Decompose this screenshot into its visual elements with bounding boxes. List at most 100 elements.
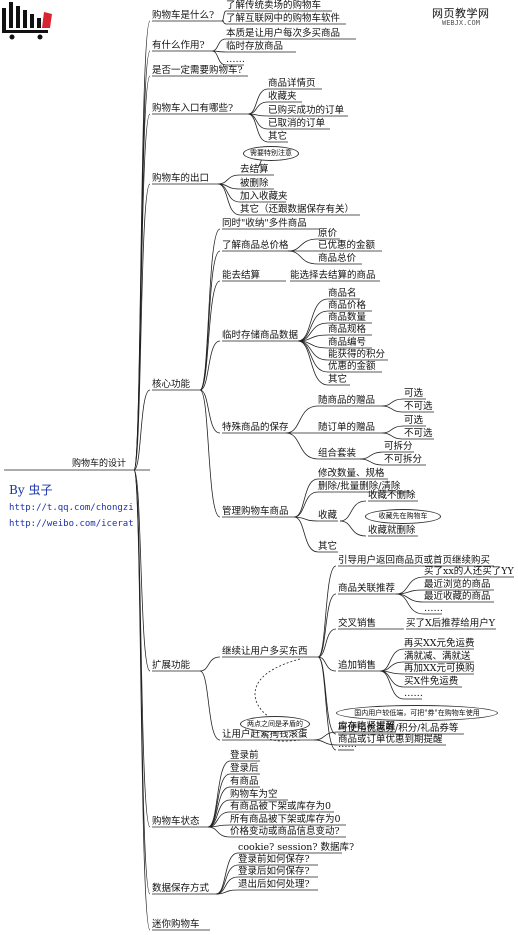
storage-item-link-5 bbox=[297, 340, 329, 361]
price-item-link-0 bbox=[287, 238, 319, 252]
state-item-1: 登录后 bbox=[230, 763, 259, 774]
storage-item-5: 能获得的积分 bbox=[328, 349, 386, 360]
what-is-item-link-1 bbox=[221, 20, 227, 25]
gift-product-option-1: 不可选 bbox=[404, 401, 433, 412]
manage-item-link-2 bbox=[293, 516, 319, 522]
core-special-link bbox=[199, 389, 221, 434]
what-is-item-1: 了解互联网中的购物车软件 bbox=[226, 13, 341, 24]
recommend-item-link-1 bbox=[395, 589, 425, 595]
branch-core: 核心功能 bbox=[152, 379, 191, 390]
gift-order-option-link-1 bbox=[381, 432, 405, 440]
recommend-item-link-2 bbox=[395, 593, 425, 603]
special-link-0 bbox=[285, 405, 319, 434]
branch-extend: 扩展功能 bbox=[152, 660, 191, 671]
storage-item-link-2 bbox=[297, 322, 329, 342]
upsell-item-link-1 bbox=[379, 661, 405, 672]
entrance-item-1: 收藏夹 bbox=[268, 91, 297, 102]
watermark: 网页教学网 WEBJX.COM bbox=[424, 4, 516, 30]
buy-cross: 交叉销售 bbox=[338, 618, 377, 629]
manage-item-1: 删除/批量删除/清除 bbox=[318, 481, 401, 492]
state-item-5: 所有商品被下架或库存为0 bbox=[230, 814, 341, 825]
link-tqq[interactable]: http://t.qq.com/chongzi bbox=[9, 503, 134, 513]
exit-item-0: 去结算 bbox=[240, 164, 269, 175]
upsell-item-link-0 bbox=[379, 648, 405, 672]
core-collect-link bbox=[199, 228, 221, 391]
what-is-item-0: 了解传统卖场的购物车 bbox=[226, 0, 322, 11]
checkout-item: 能选择去结算的商品 bbox=[290, 270, 376, 281]
save-item-3: 退出后如何处理? bbox=[238, 879, 310, 890]
author-byline: By 虫子 bbox=[9, 481, 52, 498]
extend-pay-link bbox=[199, 670, 221, 741]
center-title: 购物车的设计 bbox=[72, 459, 127, 469]
core-manage: 管理购物车商品 bbox=[222, 506, 289, 517]
special-0: 随商品的赠品 bbox=[318, 395, 376, 406]
state-item-link-3 bbox=[207, 799, 231, 828]
branch-save: 数据保存方式 bbox=[152, 883, 210, 894]
branch-mini-link bbox=[133, 469, 151, 931]
favorite-link-2 bbox=[339, 520, 367, 537]
gift-product-option-link-1 bbox=[381, 405, 405, 413]
save-item-link-1 bbox=[215, 864, 239, 895]
core-storage-link bbox=[199, 340, 221, 391]
pay-item-1: 商品或订单优惠到期提醒 bbox=[338, 734, 443, 745]
upsell-item-link-4 bbox=[379, 670, 405, 700]
favorite-link-0 bbox=[339, 500, 367, 522]
favorite-item-0: 收藏不删除 bbox=[368, 490, 416, 501]
buy-upsell: 追加销售 bbox=[338, 660, 377, 671]
core-manage-link bbox=[199, 389, 221, 518]
save-item-link-3 bbox=[215, 889, 239, 895]
entrance-item-0: 商品详情页 bbox=[268, 78, 316, 89]
core-price: 了解商品总价格 bbox=[222, 240, 289, 251]
pay-item-link-1 bbox=[313, 739, 339, 746]
storage-item-3: 商品规格 bbox=[328, 324, 367, 335]
core-collect: 同时"收纳"多件商品 bbox=[222, 218, 307, 229]
buy-upsell-link bbox=[317, 656, 337, 672]
buy-recommend: 商品关联推荐 bbox=[338, 583, 396, 594]
purpose-item-link-2 bbox=[211, 50, 227, 66]
coupon-note-bubble: 国内用户较低端，可把"券"在购物车使用 bbox=[336, 705, 498, 721]
price-item-link-2 bbox=[287, 250, 319, 265]
price-item-0: 原价 bbox=[318, 228, 338, 239]
buy-guide-link bbox=[317, 565, 337, 658]
special-2: 组合套装 bbox=[318, 448, 357, 459]
shopping-cart-icon bbox=[2, 2, 52, 40]
contradiction-bubble: 两点之间是矛盾的 bbox=[240, 716, 310, 732]
exit-item-link-3 bbox=[217, 183, 241, 216]
save-item-link-0 bbox=[215, 852, 239, 895]
state-item-link-6 bbox=[207, 826, 231, 838]
gift-order-option-1: 不可选 bbox=[404, 428, 433, 439]
bundle-option-link-1 bbox=[359, 458, 385, 466]
buy-recommend-link bbox=[317, 593, 337, 658]
upsell-item-0: 再买XX元免运费 bbox=[404, 638, 475, 649]
exit-item-3: 其它（还跟数据保存有关） bbox=[240, 204, 355, 215]
bundle-option-link-0 bbox=[359, 451, 385, 460]
recommend-item-link-3 bbox=[395, 593, 425, 615]
storage-item-0: 商品名 bbox=[328, 288, 357, 299]
branch-needed: 是否一定需要购物车? bbox=[152, 65, 243, 76]
link-weibo[interactable]: http://weibo.com/icerat bbox=[9, 519, 134, 529]
storage-item-link-1 bbox=[297, 310, 329, 342]
upsell-item-link-3 bbox=[379, 670, 405, 688]
storage-item-1: 商品价格 bbox=[328, 300, 367, 311]
purpose-item-0: 本质是让用户每次多买商品 bbox=[226, 28, 341, 39]
purpose-item-1: 临时存放商品 bbox=[226, 41, 284, 52]
entrance-item-link-0 bbox=[247, 88, 269, 115]
manage-item-3: 其它 bbox=[318, 541, 338, 552]
cross-item: 买了X后推荐给用户Y bbox=[406, 618, 496, 629]
pay-fast: 让用户赶紧掏钱滚蛋 bbox=[222, 729, 308, 740]
upsell-item-3: 买X件免运费 bbox=[404, 676, 459, 687]
watermark-cn: 网页教学网 bbox=[432, 7, 490, 20]
core-storage: 临时存储商品数据 bbox=[222, 330, 299, 341]
upsell-item-1: 满就减、满就送 bbox=[404, 651, 471, 662]
storage-item-4: 商品编号 bbox=[328, 337, 367, 348]
state-item-link-2 bbox=[207, 786, 231, 828]
exit-item-1: 被删除 bbox=[240, 178, 269, 189]
entrance-item-link-4 bbox=[247, 113, 269, 143]
branch-extend-link bbox=[133, 469, 151, 672]
price-item-2: 商品总价 bbox=[318, 253, 357, 264]
favorite-item-1: 收藏先在购物车 bbox=[365, 509, 441, 524]
entrance-item-2: 已购买成功的订单 bbox=[268, 105, 345, 116]
manage-item-link-1 bbox=[293, 491, 319, 518]
manage-item-link-3 bbox=[293, 516, 319, 553]
